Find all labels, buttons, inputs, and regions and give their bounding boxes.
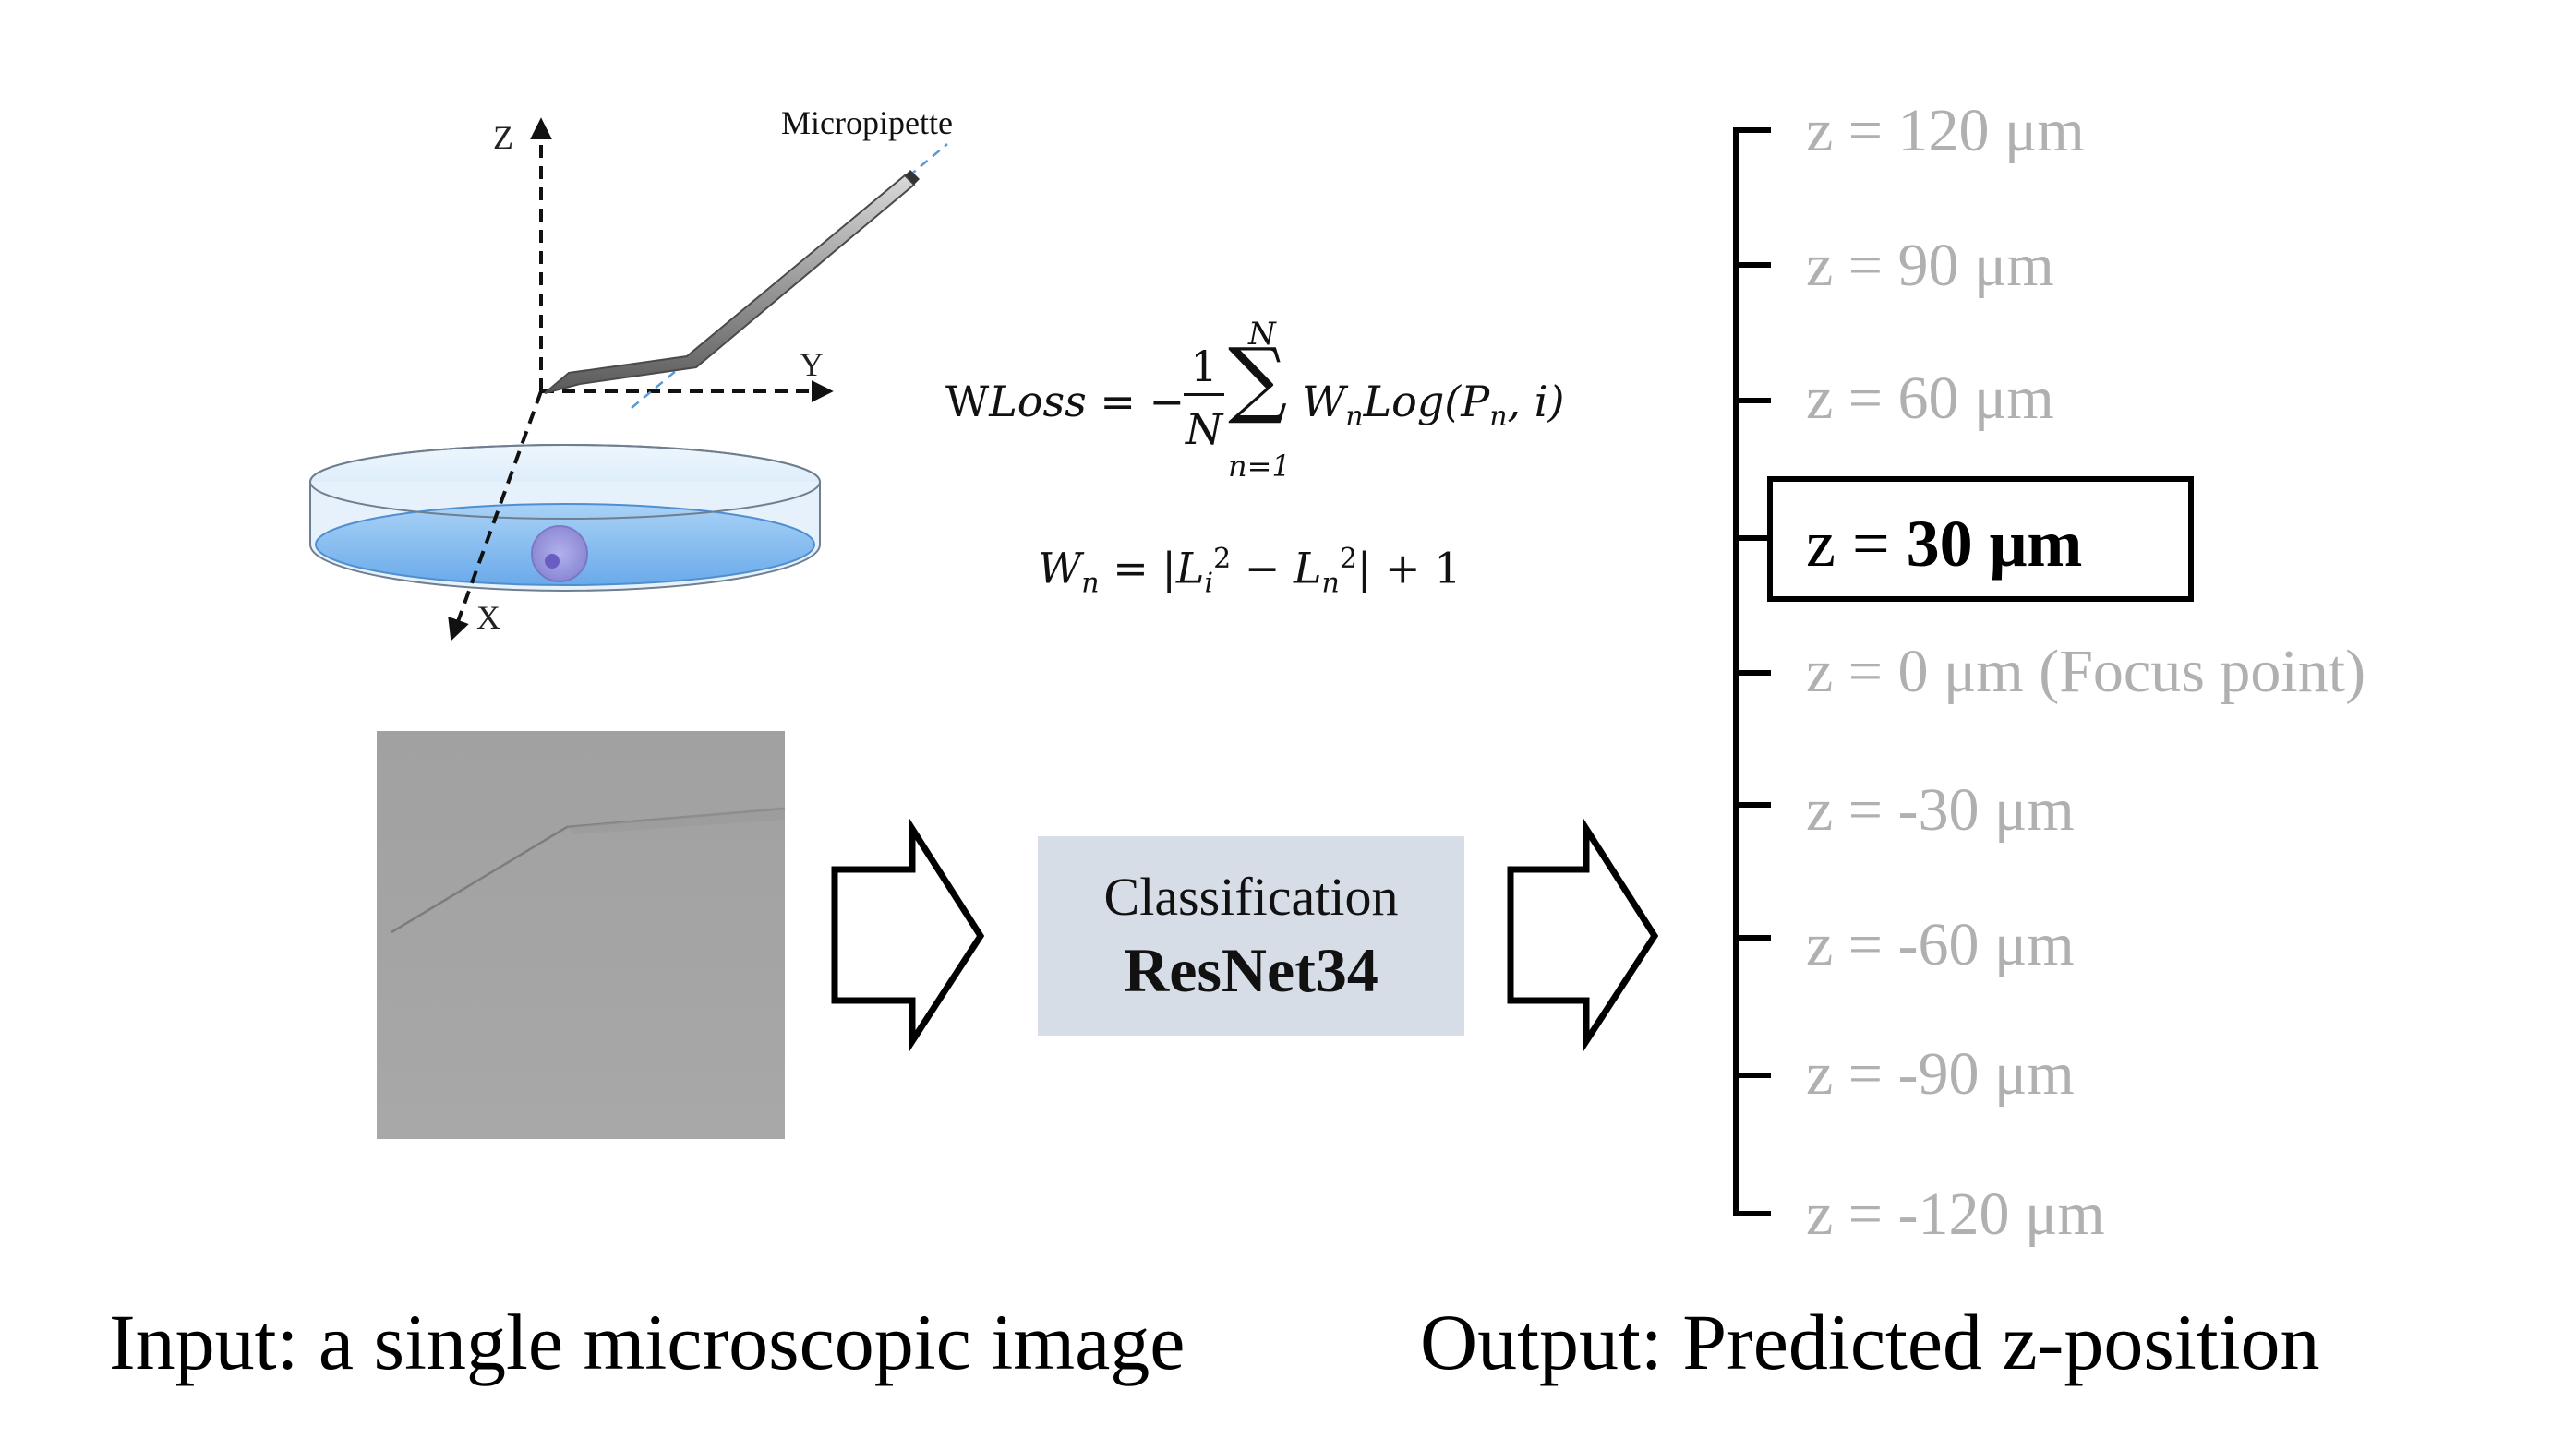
wloss-fraction-numerator: 1 [1190,342,1218,391]
z-label-neg60: z = -60 μm [1806,911,2075,978]
z-label-120: z = 120 μm [1806,97,2085,164]
z-scale-bracket [1733,127,1771,1216]
z-label-60: z = 60 μm [1806,365,2054,432]
y-axis-label: Y [800,346,824,383]
input-caption: Input: a single microscopic image [109,1298,1186,1386]
flow-arrow-2 [1507,818,1659,1052]
wloss-fraction-denominator: N [1186,404,1223,454]
classifier-label: Classification [1103,867,1399,927]
cell-icon [531,525,588,582]
z-label-neg30: z = -30 μm [1806,776,2075,844]
wloss-sum-upper: N [1248,316,1276,353]
wloss-sum-lower: n=1 [1228,449,1291,484]
micropipette-icon [544,143,948,409]
classifier-model-name: ResNet34 [1124,935,1378,1005]
z-label-neg120: z = -120 μm [1806,1180,2105,1248]
z-label-0: z = 0 μm (Focus point) [1806,638,2366,705]
z-selected-box: z = 30 μm [1767,476,2194,602]
wloss-lhs: WLoss = − [945,377,1186,426]
wloss-sum-symbol: ∑ [1228,330,1288,427]
x-axis [448,390,543,641]
microscopic-image [377,731,786,1139]
wloss-term: WnLog(Pn, i) [1302,377,1565,434]
output-caption: Output: Predicted z-position [1420,1298,2320,1386]
flow-arrow-1 [831,818,985,1052]
z-selected-label: z = 30 μm [1806,507,2083,581]
classifier-box: Classification ResNet34 [1038,836,1464,1036]
wn-equation: Wn = |Li2 − Ln2| + 1 [1038,543,1462,600]
x-axis-label: X [476,599,500,636]
micropipette-label: Micropipette [781,104,953,141]
wloss-fraction-bar [1184,393,1224,396]
z-axis-label: Z [493,119,513,156]
z-label-neg90: z = -90 μm [1806,1040,2075,1108]
z-label-90: z = 90 μm [1806,232,2054,299]
